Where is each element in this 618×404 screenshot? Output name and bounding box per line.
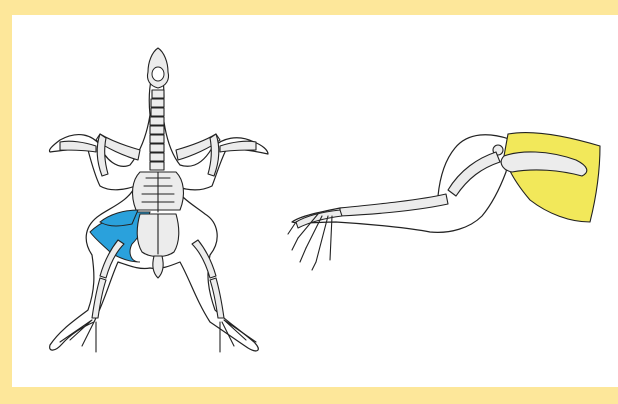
thigh-muscle-highlight [504, 133, 600, 223]
bird-skeleton [49, 48, 268, 352]
ribcage [133, 172, 184, 212]
tail-vertebrae [153, 256, 163, 278]
neck-vertebrae [150, 90, 164, 170]
bird-hindlimb [288, 133, 600, 271]
eye-socket [152, 67, 164, 81]
